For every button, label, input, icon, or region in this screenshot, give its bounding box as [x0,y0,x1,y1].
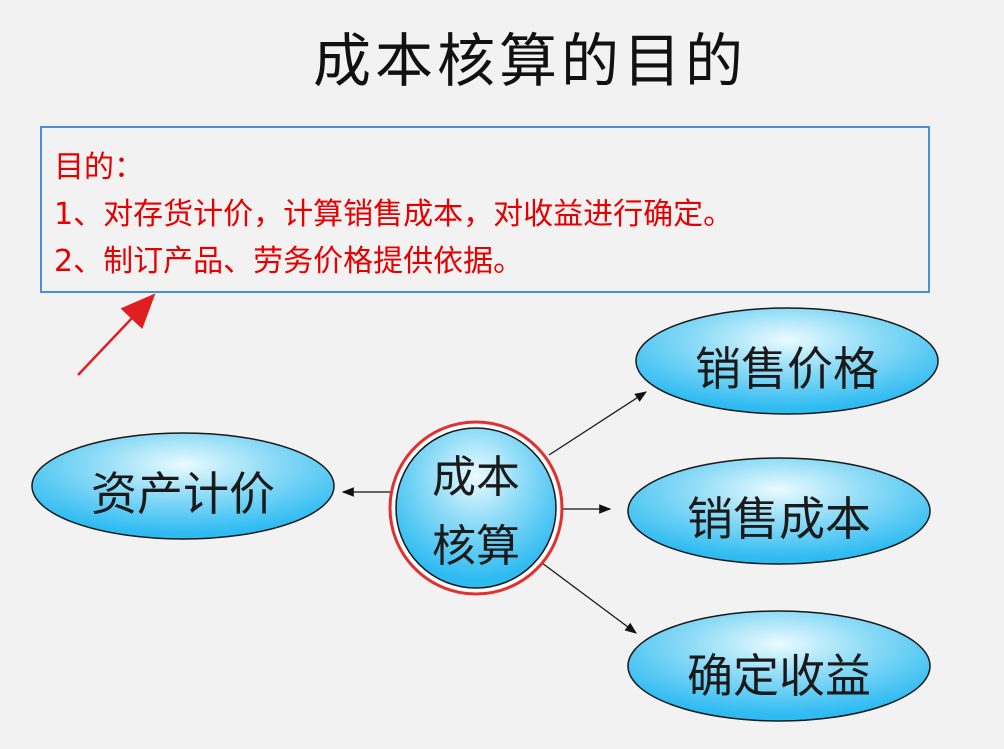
callout-line-2: 2、制订产品、劳务价格提供依据。 [54,244,524,279]
sales-cost-label: 销售成本 [687,492,871,546]
arrow-to-income [537,559,637,634]
sales-cost-node [627,457,931,565]
callout-heading: 目的： [54,150,144,185]
sales-price-label: 销售价格 [695,342,879,396]
callout-line-1: 1、对存货计价，计算销售成本，对收益进行确定。 [54,197,734,232]
asset-valuation-label: 资产计价 [91,467,275,521]
page-title: 成本核算的目的 [312,27,747,95]
purpose-callout-box: 目的： 1、对存货计价，计算销售成本，对收益进行确定。 2、制订产品、劳务价格提… [40,126,930,293]
income-label: 确定收益 [687,649,871,703]
center-label-line-1: 成本 [432,452,520,503]
sales-price-node [635,307,939,415]
cost-accounting-node [395,427,557,589]
asset-valuation-node [31,432,335,540]
income-node [627,610,931,722]
callout-pointer-arrow [77,293,156,376]
arrow-to-sales-price [548,391,648,456]
center-label-line-2: 核算 [432,521,520,572]
